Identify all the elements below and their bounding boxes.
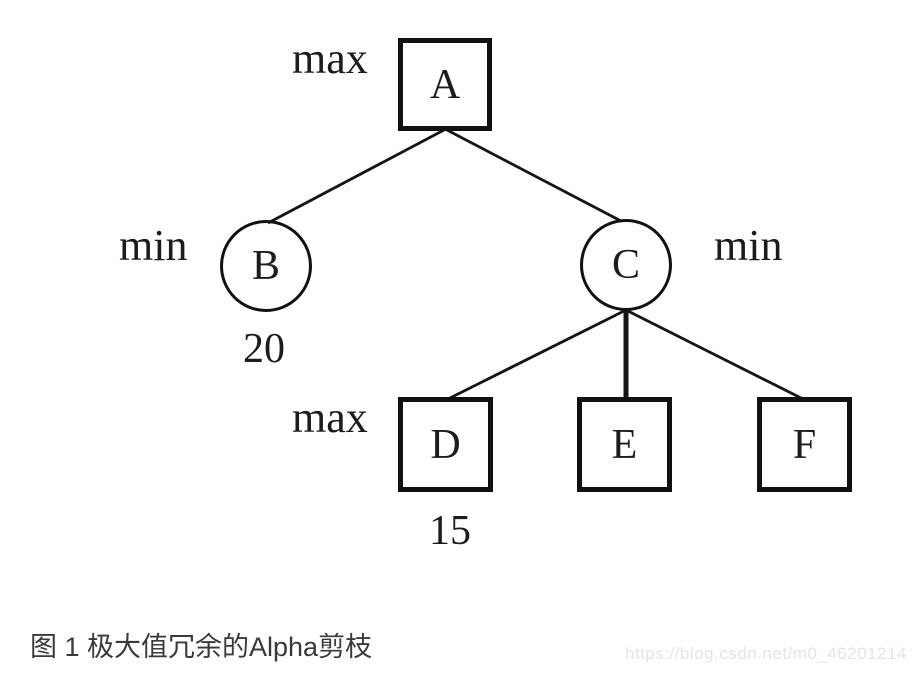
edge-A-C bbox=[446, 128, 622, 223]
figure-caption: 图 1 极大值冗余的Alpha剪枝 bbox=[30, 632, 373, 662]
node-E-label: E bbox=[611, 421, 638, 468]
edge-A-B bbox=[267, 128, 445, 225]
watermark-url: https://blog.csdn.net/m0_46201214 bbox=[624, 644, 907, 663]
value-node-B: 20 bbox=[243, 326, 285, 372]
node-B-label: B bbox=[251, 243, 280, 289]
node-A: A bbox=[398, 38, 492, 131]
level-label-min-left: min bbox=[119, 221, 188, 270]
node-D: D bbox=[398, 397, 493, 492]
value-node-D: 15 bbox=[429, 508, 471, 554]
node-E: E bbox=[577, 397, 672, 492]
node-C: C bbox=[580, 219, 672, 311]
node-D-label: D bbox=[430, 421, 461, 468]
node-F-label: F bbox=[792, 421, 817, 468]
level-label-min-right: min bbox=[714, 221, 783, 270]
node-C-label: C bbox=[611, 242, 640, 288]
node-B: B bbox=[220, 220, 312, 312]
level-label-max-root: max bbox=[292, 34, 368, 83]
node-F: F bbox=[757, 397, 852, 492]
node-A-label: A bbox=[429, 61, 461, 108]
edge-C-D bbox=[449, 308, 627, 400]
edge-C-F bbox=[625, 308, 802, 400]
level-label-max-leaves: max bbox=[292, 393, 368, 442]
